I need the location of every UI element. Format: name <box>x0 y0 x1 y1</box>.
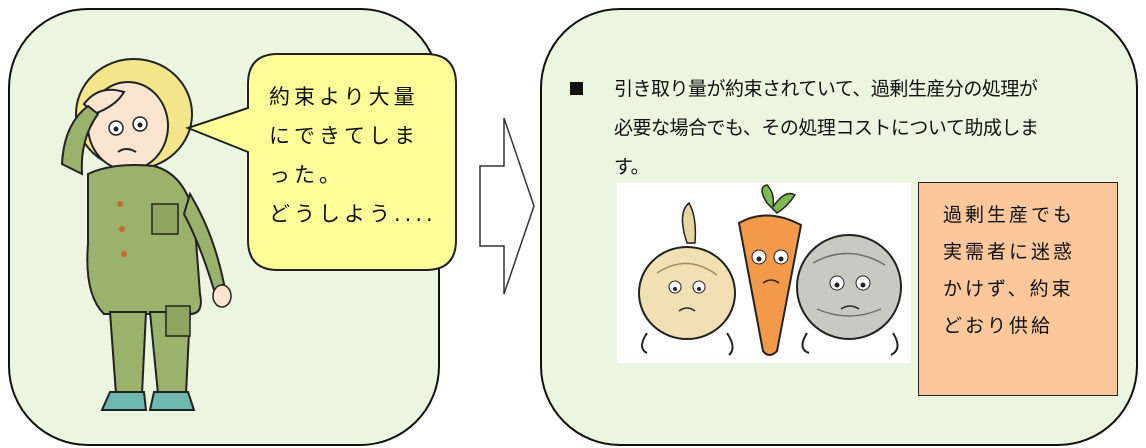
explanation-line: 引き取り量が約束されていて、過剰生産分の処理が <box>614 78 1038 100</box>
explanation-line: 必要な場合でも、その処理コストについて助成しま <box>614 117 1039 139</box>
callout-line: どおり供給 <box>943 315 1054 337</box>
callout-line: 実需者に迷惑 <box>943 241 1076 263</box>
worried-farmer-illustration <box>60 58 232 411</box>
bubble-line: 約束より大量 <box>269 85 419 109</box>
bubble-line: った。 <box>269 163 344 187</box>
speech-bubble-text: 約束より大量 にできてしま った。 どうしよう.... <box>269 78 449 234</box>
callout-box: 過剰生産でも 実需者に迷惑 かけず、約束 どおり供給 <box>918 182 1118 396</box>
callout-line: 過剰生産でも <box>943 204 1076 226</box>
vegetables-illustration <box>617 183 911 363</box>
explanation-line: す。 <box>614 156 650 178</box>
bubble-line: どうしよう.... <box>269 202 437 226</box>
callout-line: かけず、約束 <box>943 278 1074 300</box>
bullet-square-icon <box>570 82 583 95</box>
right-arrow-icon <box>479 117 535 295</box>
bubble-line: にできてしま <box>269 124 419 148</box>
speech-bubble-shape <box>185 53 457 271</box>
